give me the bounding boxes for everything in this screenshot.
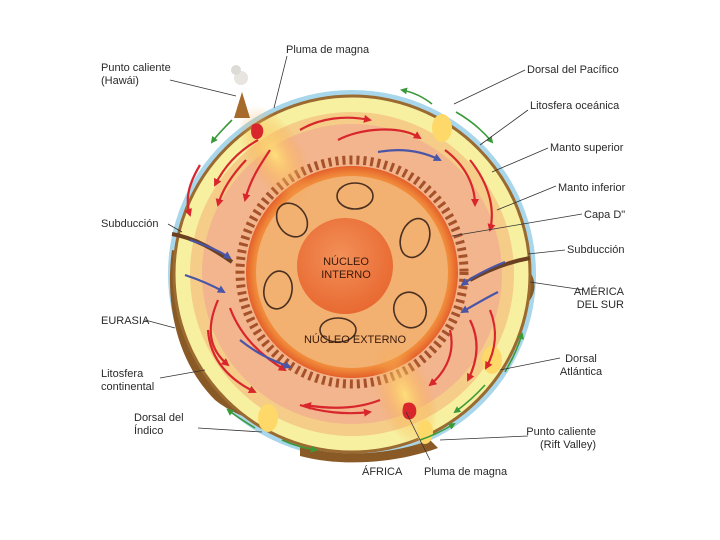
plume-head-top bbox=[251, 123, 264, 140]
label-oceanic-lithosphere: Litosfera oceánica bbox=[530, 100, 620, 112]
label-hotspot-rift: Punto caliente (Rift Valley) bbox=[526, 426, 596, 451]
hawaii-volcano bbox=[234, 92, 250, 118]
label-atlantic-ridge: Dorsal Atlántica bbox=[559, 353, 603, 378]
label-subduction-right: Subducción bbox=[567, 244, 625, 256]
plume-bottom-glow bbox=[372, 342, 438, 448]
plume-head-bottom bbox=[402, 402, 417, 420]
label-upper-mantle: Manto superior bbox=[550, 142, 624, 154]
label-subduction-left: Subducción bbox=[101, 218, 159, 230]
label-inner-core: NÚCLEO INTERNO bbox=[321, 256, 371, 281]
cold-convection-arrows bbox=[184, 148, 506, 369]
label-africa: ÁFRICA bbox=[362, 466, 403, 478]
hot-convection-arrows bbox=[184, 114, 496, 417]
outer-core-cells bbox=[263, 182, 431, 343]
label-lower-mantle: Manto inferior bbox=[558, 182, 626, 194]
hawaii-smoke-icon-2 bbox=[231, 65, 241, 75]
ridge-glow-pacific bbox=[432, 114, 452, 142]
inner-core bbox=[297, 218, 393, 314]
leader-lines bbox=[144, 55, 585, 461]
d-layer-ring bbox=[235, 155, 469, 389]
label-continental-lithosphere: Litosfera continental bbox=[101, 368, 155, 393]
label-pacific-ridge: Dorsal del Pacífico bbox=[527, 64, 619, 76]
continent-africa bbox=[300, 440, 438, 463]
label-layer-d: Capa D" bbox=[584, 209, 626, 221]
label-hotspot-hawaii: Punto caliente (Hawái) bbox=[101, 62, 171, 87]
label-eurasia: EURASIA bbox=[101, 315, 150, 327]
rift-glow bbox=[417, 420, 433, 444]
label-plume-bottom: Pluma de magna bbox=[424, 466, 508, 478]
label-outer-core: NÚCLEO EXTERNO bbox=[303, 334, 407, 346]
ridge-glow-atlantic bbox=[482, 346, 502, 374]
label-plume-top: Pluma de magna bbox=[286, 44, 370, 56]
label-indian-ridge: Dorsal del Índico bbox=[134, 412, 184, 437]
ridge-glow-indian bbox=[258, 404, 278, 432]
label-south-america: AMÉRICA DEL SUR bbox=[573, 286, 624, 311]
